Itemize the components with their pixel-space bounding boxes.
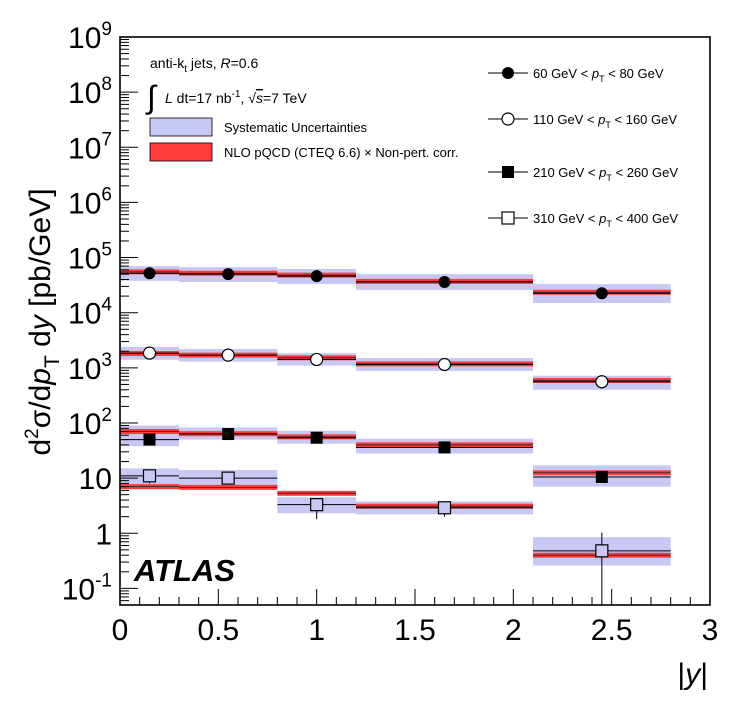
legend-label-series-4: 310 GeV < pT < 400 GeV [533,211,678,229]
legend-entry-series-4: 310 GeV < pT < 400 GeV [488,211,678,229]
x-tick-label: 3 [702,614,719,647]
data-point [310,352,324,367]
x-tick-label: 0.5 [197,614,239,647]
data-point [310,498,324,512]
legend-nlo-swatch [149,142,213,162]
y-tick-label: 10-1 [62,570,112,606]
data-point [595,375,609,389]
y-tick-label: 107 [68,129,112,165]
x-tick-label: 1.5 [394,614,436,647]
data-point [142,346,157,360]
data-point [222,428,235,441]
x-tick-label: 0 [112,614,129,647]
legend-luminosity: L dt=17 nb-1, √s=7 TeV [165,89,307,106]
atlas-label: ATLAS [133,553,235,588]
legend-marker-open-square [501,211,515,225]
legend-syst-swatch [149,117,213,137]
y-tick-label: 106 [68,184,112,220]
legend-entry-series-1: 60 GeV < pT < 80 GeV [488,66,664,84]
legend-entry-series-2: 110 GeV < pT < 160 GeV [488,112,677,130]
nlo-prediction-lines [120,269,671,558]
x-axis-title: |y| [677,658,708,691]
y-tick-label: 103 [68,350,112,386]
y-tick-label: 109 [68,19,112,55]
data-point [221,348,235,362]
data-point [221,471,235,485]
legend-nlo-label: NLO pQCD (CTEQ 6.6) × Non-pert. corr. [224,145,458,160]
data-series [120,267,671,605]
systematic-bands [120,266,671,566]
legend-integral-sign: ∫ [145,79,158,115]
data-point [310,431,323,444]
legend-marker-filled-circle [502,67,514,79]
data-point [595,287,608,300]
legend-label-series-1: 60 GeV < pT < 80 GeV [533,66,664,84]
y-tick-label: 102 [68,405,112,441]
y-tick-label: 105 [68,240,112,276]
data-point [143,267,156,280]
data-point [437,357,452,372]
data-point [437,501,452,515]
legend-label-series-3: 210 GeV < pT < 260 GeV [533,165,678,183]
data-point [595,544,609,558]
legend-marker-open-circle [501,112,515,126]
data-point [310,270,323,283]
y-tick-label: 108 [68,74,112,110]
x-tick-label: 2 [505,614,522,647]
data-point [222,268,235,281]
y-axis-title: d2σ/dpT dy [pb/GeV] [22,188,64,455]
legend-label-series-2: 110 GeV < pT < 160 GeV [533,112,677,130]
legend-jet-algorithm: anti-kt jets, R=0.6 [150,55,258,75]
legend-marker-filled-square [502,166,514,178]
y-tick-label: 104 [68,295,112,331]
legend-syst-label: Systematic Uncertainties [224,120,368,135]
y-tick-label: 10 [79,463,112,496]
y-tick-label: 1 [95,518,112,551]
data-point [143,433,156,446]
legend-left: anti-kt jets, R=0.6 ∫ L dt=17 nb-1, √s=7… [145,55,458,162]
data-point [595,470,608,483]
x-tick-label: 2.5 [591,614,633,647]
data-point [438,441,451,454]
data-point [438,276,451,289]
axes: 0 0.5 1 1.5 2 2.5 3 10-1 1 10 102 103 104 105 106 107 10… [62,19,719,647]
legend-right: 60 GeV < pT < 80 GeV 110 GeV < pT < 160 … [488,66,678,229]
legend-entry-series-3: 210 GeV < pT < 260 GeV [488,165,678,183]
x-tick-label: 1 [308,614,325,647]
data-point [142,469,157,483]
